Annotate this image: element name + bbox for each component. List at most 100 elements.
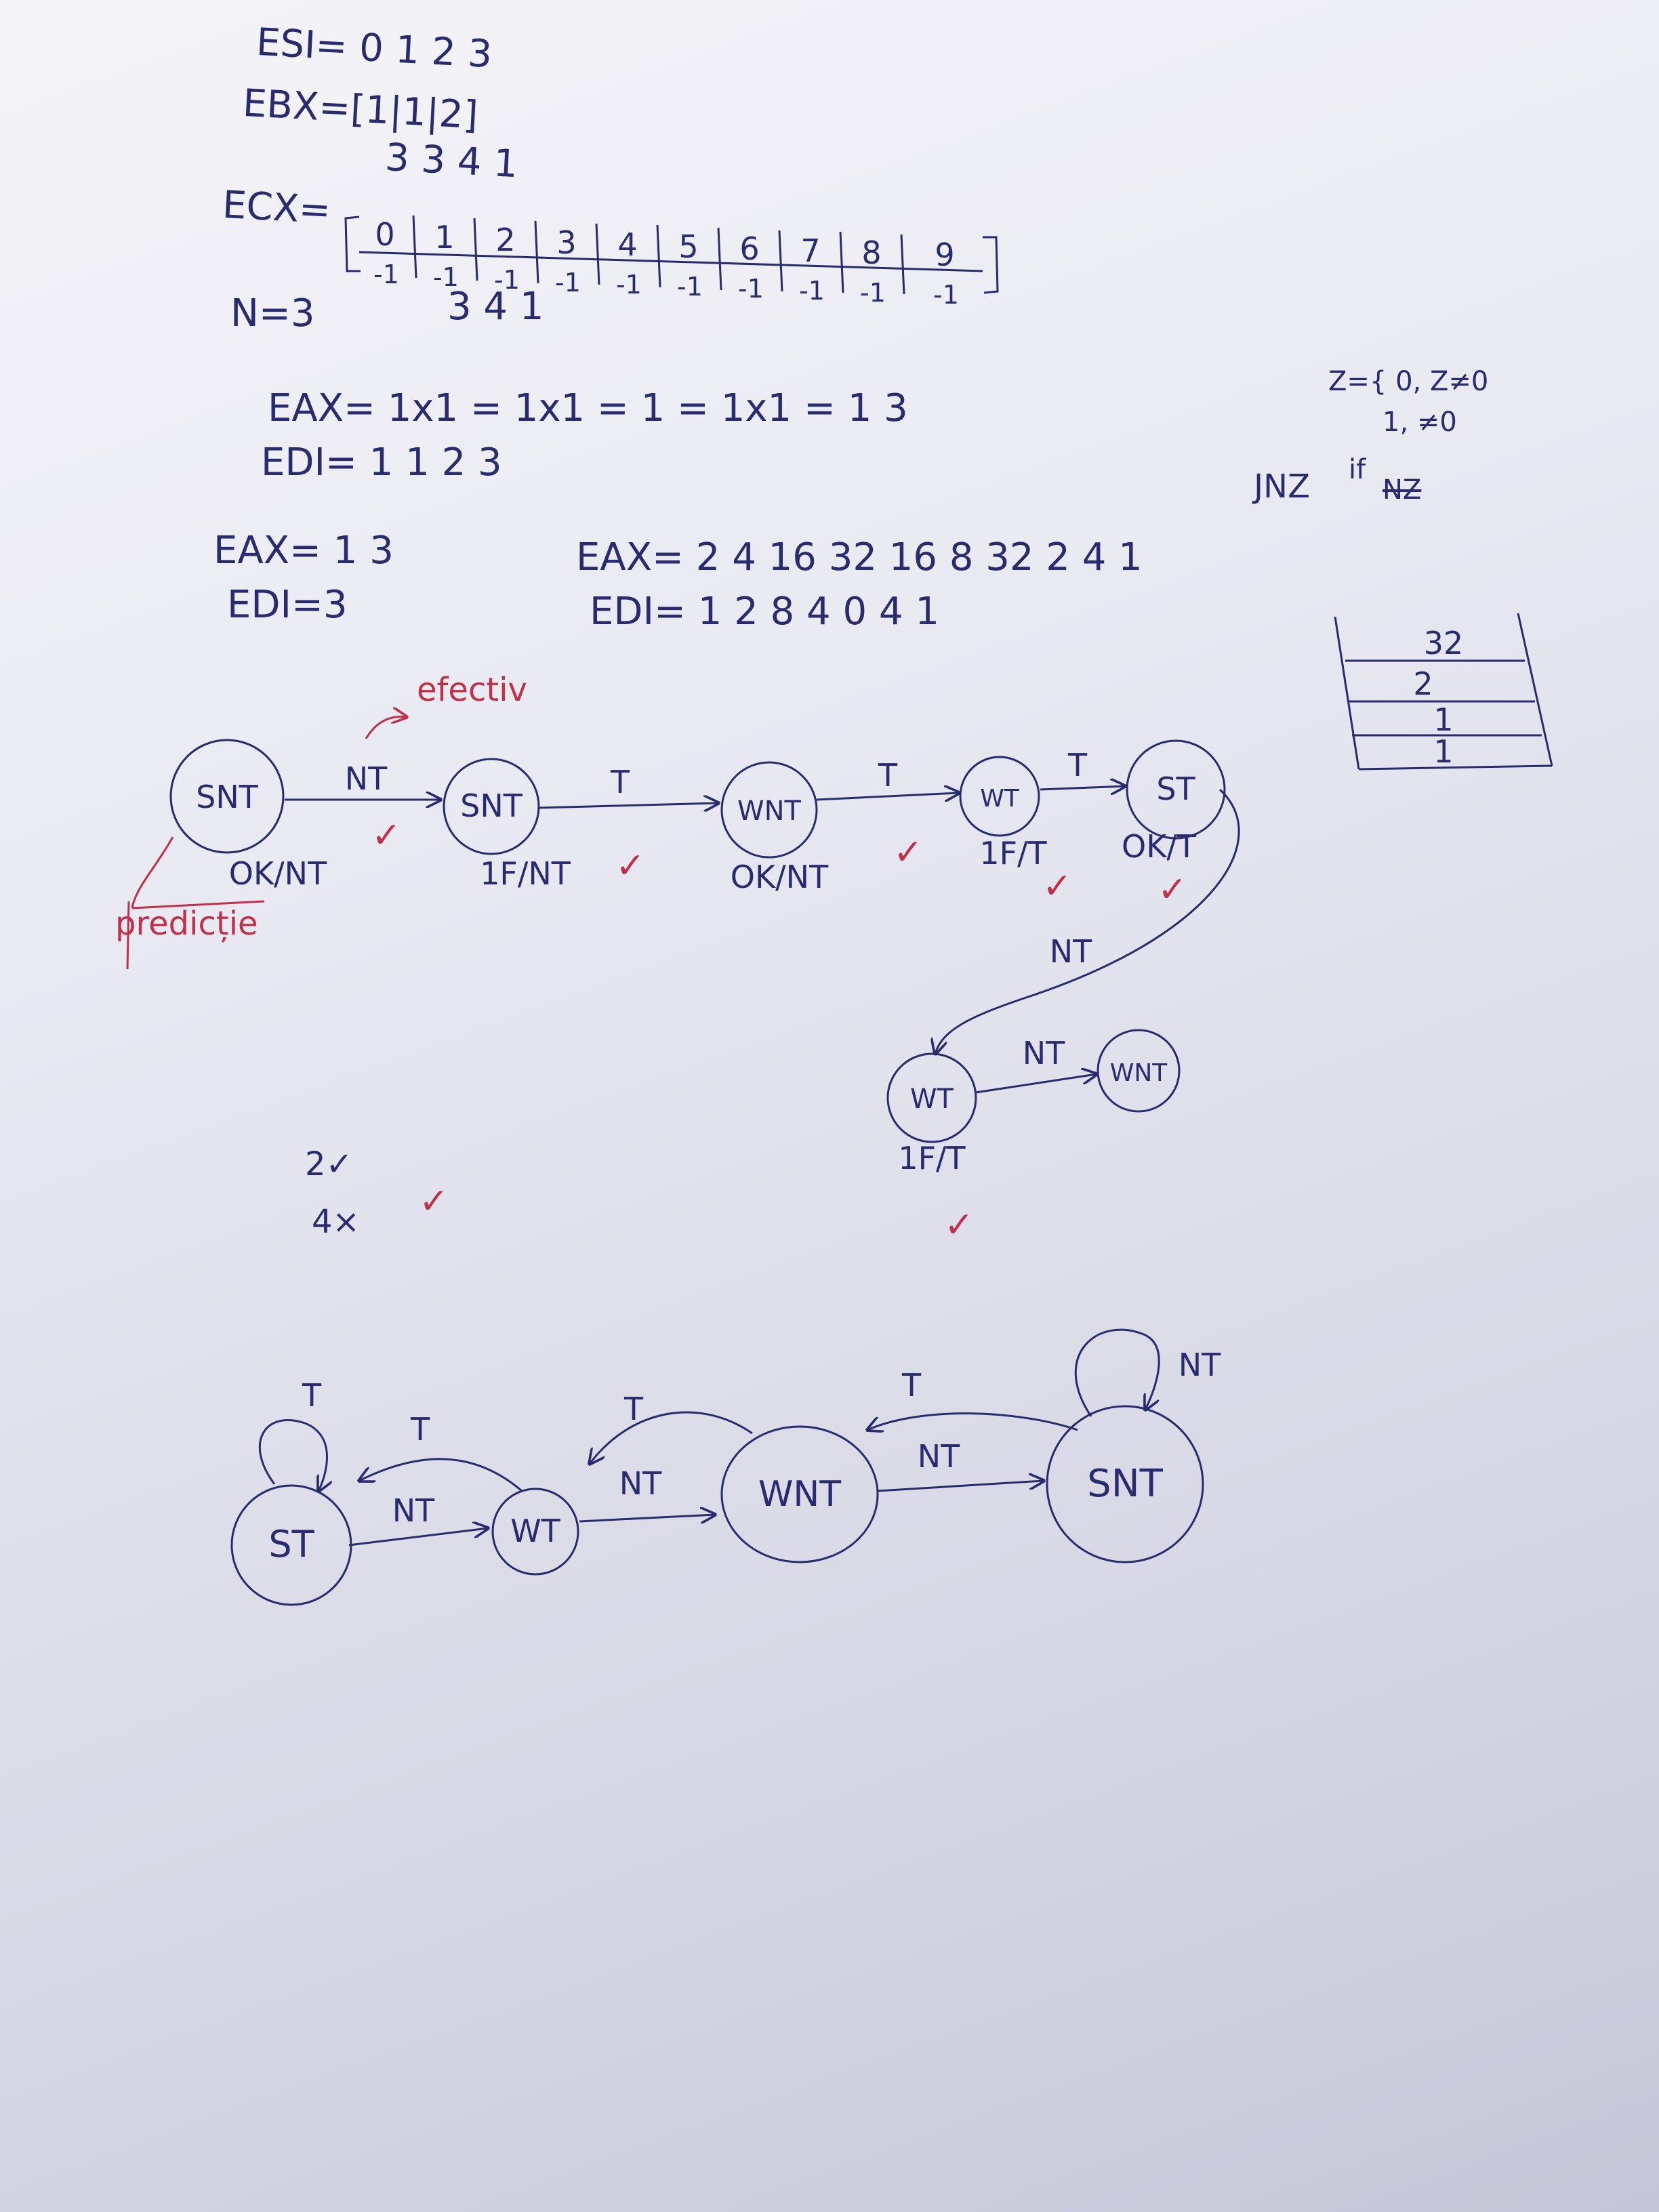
d1-state-3-circle: [720, 761, 818, 859]
ecx-value-9: -1: [933, 280, 959, 310]
d1-sublabel-1: OK/NT: [229, 855, 327, 892]
d1-check-4: ✓: [1042, 866, 1072, 907]
d2-back-3: [867, 1412, 1078, 1430]
d2-forward-3: [877, 1481, 1044, 1492]
d2-back-2: [590, 1411, 753, 1464]
d2-state-2-circle: [491, 1488, 579, 1576]
d2-back-1: [359, 1458, 523, 1492]
d1-state-2-circle: [443, 758, 540, 855]
d1-sublabel-3: OK/NT: [731, 859, 829, 895]
d2-back-3-label: T: [901, 1367, 922, 1404]
ecx-index-8: 8: [861, 234, 881, 271]
d2-forward-3-label: NT: [918, 1438, 960, 1475]
d1-state-1-circle: [169, 739, 285, 854]
ecx-array-values: -1 -1 -1 -1 -1 -1 -1 -1 -1 -1: [373, 260, 959, 310]
d1-check-2: ✓: [615, 846, 645, 886]
d1-sublabel-2: 1F/NT: [480, 855, 571, 892]
d1-state-6-label: WT: [910, 1084, 954, 1115]
d2-forward-1-label: NT: [392, 1492, 435, 1529]
zf-line-1: Z={ 0, Z≠0: [1328, 366, 1489, 397]
d2-back-2-label: T: [623, 1391, 644, 1427]
ecx-array-indices: 0 1 2 3 4 5 6 7 8 9: [375, 216, 954, 273]
ecx-value-6: -1: [738, 274, 764, 304]
d1-state-1-label: SNT: [196, 779, 259, 815]
eax-line-1: EAX= 1x1 = 1x1 = 1 = 1x1 = 1 3: [268, 386, 908, 430]
zf-line-2: 1, ≠0: [1382, 407, 1457, 438]
d1-edge-1-label: NT: [345, 760, 388, 797]
d1-edge-6-arrow: [975, 1074, 1097, 1094]
jnz-label: JNZ: [1254, 468, 1310, 506]
n-line: N=3: [230, 291, 315, 335]
d2-state-1-label: ST: [268, 1523, 314, 1565]
jnz-tail: NZ: [1382, 474, 1422, 506]
ecx-value-1: -1: [433, 262, 459, 292]
d1-edge-2-label: T: [610, 764, 630, 800]
d2-state-3-circle: [720, 1425, 879, 1563]
d2-self-loop-right-label: NT: [1179, 1347, 1221, 1383]
ecx-index-0: 0: [375, 216, 394, 253]
ecx-index-5: 5: [678, 228, 698, 265]
d1-state-7-label: WNT: [1110, 1059, 1168, 1087]
ecx-index-7: 7: [800, 232, 820, 269]
d2-state-3-label: WNT: [758, 1474, 841, 1515]
d1-check-1: ✓: [371, 815, 401, 856]
ecx-array-table: [344, 215, 999, 295]
d2-self-loop-right-arc: [1074, 1328, 1160, 1417]
d1-state-2-label: SNT: [460, 787, 523, 824]
edi-line-1: EDI= 1 1 2 3: [261, 441, 502, 485]
eax-line-3: EAX= 2 4 16 32 16 8 32 2 4 1: [576, 535, 1143, 579]
d1-check-6: ✓: [944, 1205, 974, 1246]
d1-state-5-label: ST: [1156, 771, 1195, 807]
stack-item-2: 1: [1433, 701, 1453, 738]
ecx-index-1: 1: [434, 219, 454, 255]
d2-self-loop-left: [258, 1419, 327, 1491]
d2-forward-2: [579, 1515, 715, 1521]
edi-line-2: EDI=3: [227, 583, 348, 627]
d2-forward-1: [348, 1528, 488, 1547]
d2-state-2-label: WT: [510, 1513, 560, 1549]
d1-edge-4-label: T: [1067, 747, 1088, 783]
stack-item-3: 1: [1433, 733, 1453, 770]
d1-edge-3-arrow: [816, 793, 959, 800]
d1-sublabel-5: OK/T: [1122, 828, 1197, 865]
d1-state-3-label: WNT: [737, 796, 801, 827]
d1-edge-5-label: NT: [1050, 933, 1092, 970]
ecx-value-4: -1: [616, 270, 642, 300]
d1-edge-5-arrow: [935, 788, 1240, 1054]
d1-edge-4-arrow: [1040, 786, 1125, 790]
tally-check: ✓: [419, 1181, 449, 1222]
edi-line-3: EDI= 1 2 8 4 0 4 1: [590, 590, 939, 634]
d1-state-4-label: WT: [980, 785, 1020, 813]
jnz-superscript: if: [1349, 454, 1366, 485]
d1-check-5: ✓: [1158, 869, 1187, 910]
ecx-value-2: -1: [494, 265, 520, 295]
ecx-value-3: -1: [555, 268, 581, 298]
ecx-value-5: -1: [677, 272, 703, 302]
ecx-index-6: 6: [739, 230, 759, 267]
ecx-index-4: 4: [617, 226, 637, 263]
d1-edge-6-label: NT: [1023, 1035, 1065, 1071]
stack: [1334, 613, 1553, 771]
d1-check-3: ✓: [893, 832, 923, 873]
ecx-index-2: 2: [495, 222, 515, 258]
d2-forward-2-label: NT: [619, 1465, 662, 1502]
d1-edge-3-label: T: [878, 757, 898, 794]
d1-sublabel-6: 1F/T: [898, 1140, 966, 1176]
annotation-efectiv: efectiv: [417, 671, 527, 709]
ecx-index-9: 9: [935, 237, 954, 273]
diagram-1: SNT SNT WNT WT ST WT WNT NT T T T NT NT …: [126, 716, 1240, 1246]
tally-wrong: 4×: [312, 1203, 360, 1241]
stack-item-1: 2: [1413, 665, 1433, 702]
annotation-predictie: predicție: [115, 905, 258, 943]
ecx-value-0: -1: [373, 260, 399, 289]
d2-state-4-circle: [1046, 1405, 1204, 1563]
d2-back-1-label: T: [410, 1411, 430, 1448]
d2-self-loop-left-label: T: [302, 1377, 322, 1414]
eax-line-2: EAX= 1 3: [213, 529, 394, 573]
tally-correct: 2✓: [305, 1145, 353, 1183]
ecx-value-7: -1: [799, 276, 825, 306]
d1-state-5-circle: [1126, 739, 1226, 840]
d2-state-4-label: SNT: [1087, 1462, 1163, 1506]
